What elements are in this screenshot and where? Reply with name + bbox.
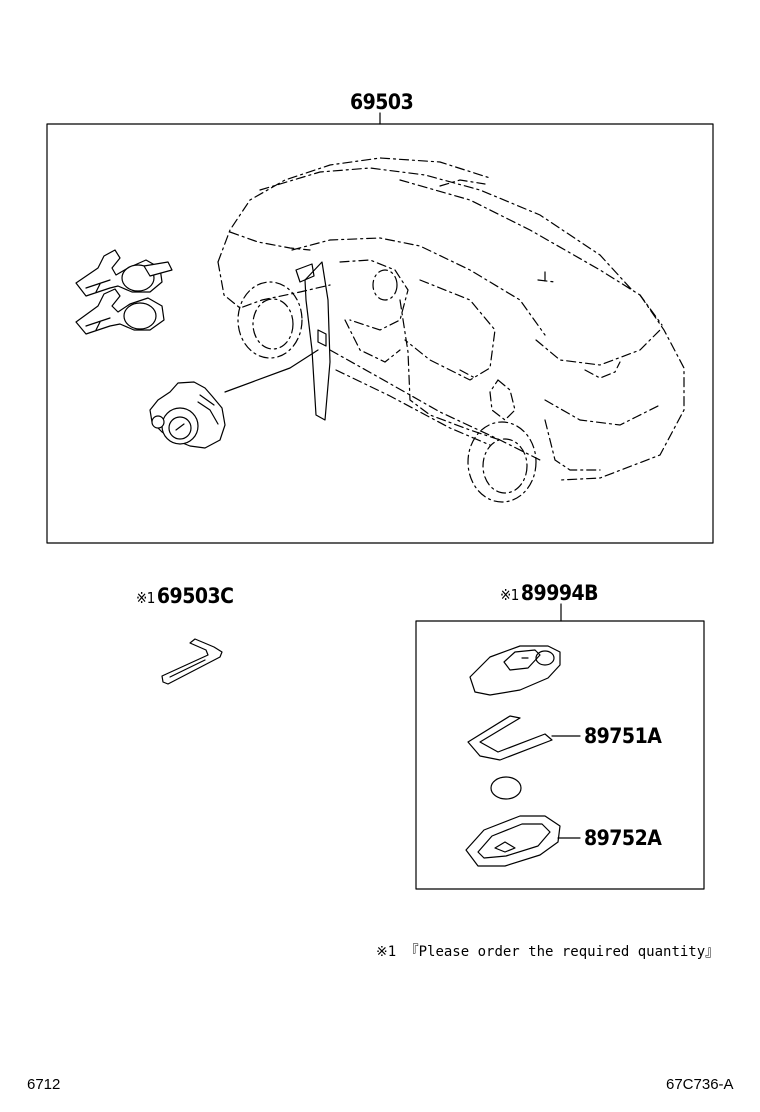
label-69503: 69503 (350, 90, 414, 114)
case-part-icon (465, 815, 581, 867)
transmitter-frame (415, 620, 705, 890)
label-89994b-text: 89994B (520, 581, 599, 605)
key-blade-icon (161, 638, 223, 685)
main-kit-frame (46, 123, 714, 544)
footer-left-code: 6712 (27, 1076, 61, 1093)
label-89752a: 89752A (584, 826, 662, 850)
label-89751a: 89751A (584, 724, 662, 748)
cylinder-leader (224, 349, 319, 393)
order-note: ※1 『Please order the required quantity』 (376, 944, 720, 960)
label-69503c: ※169503C (136, 586, 234, 607)
label-89994b: ※189994B (500, 581, 599, 605)
footer-right-code: 67C736-A (666, 1076, 734, 1093)
ignition-cylinder-icon (149, 381, 226, 449)
battery-icon (490, 776, 522, 800)
marker-1: ※1 (500, 586, 519, 604)
open-door (295, 261, 331, 421)
cover-part-icon (467, 715, 581, 761)
marker-1: ※1 (136, 589, 155, 607)
vehicle-outline (217, 157, 685, 503)
label-69503c-text: 69503C (156, 584, 234, 608)
transmitter-cover-icon (469, 645, 561, 696)
master-keys-icon (75, 249, 173, 335)
